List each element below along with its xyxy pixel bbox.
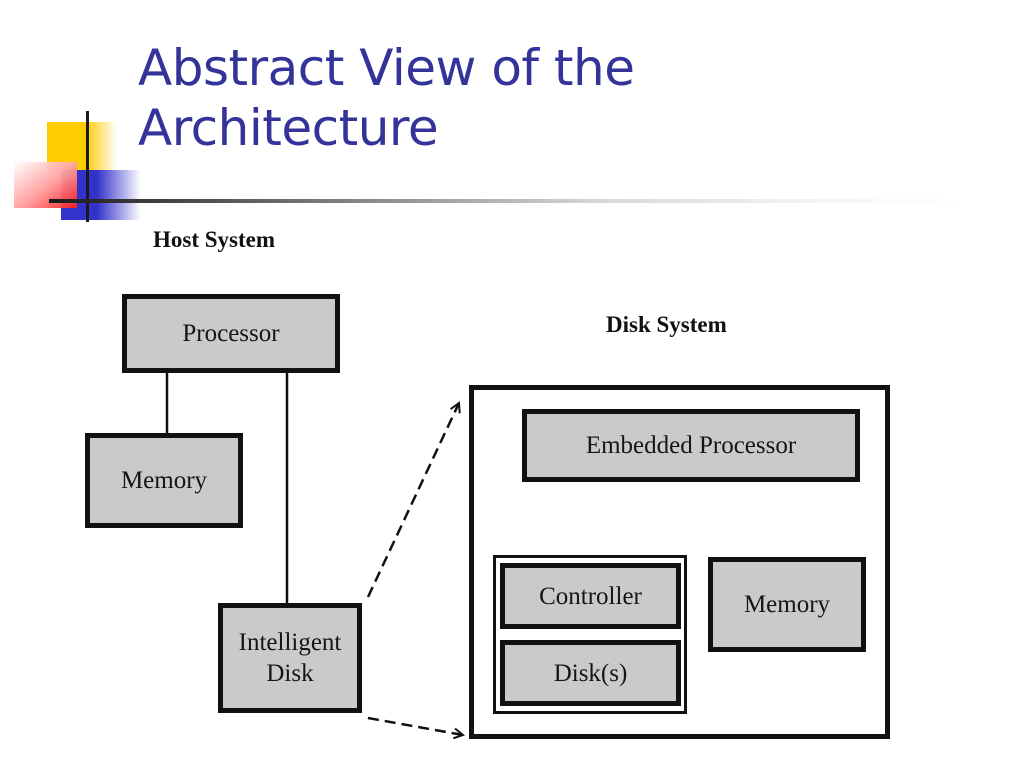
intelligent-disk-node: Intelligent Disk xyxy=(218,603,362,713)
intelligent-disk-label: Intelligent Disk xyxy=(239,627,342,689)
disk-memory-node: Memory xyxy=(708,557,866,652)
disk-system-label: Disk System xyxy=(606,312,727,337)
host-system-label: Host System xyxy=(153,227,276,252)
title-underline-divider xyxy=(49,199,969,203)
controller-label: Controller xyxy=(539,582,642,610)
dashed-arrow-to-disk-system-top xyxy=(366,403,459,598)
host-memory-node: Memory xyxy=(85,433,243,528)
embedded-processor-label: Embedded Processor xyxy=(585,432,797,459)
intelligent-disk-label-line-1: Intelligent xyxy=(238,629,342,656)
controller-node: Controller xyxy=(500,563,681,629)
disks-node: Disk(s) xyxy=(500,640,681,706)
host-processor-label: Processor xyxy=(182,320,280,347)
host-processor-node: Processor xyxy=(122,294,340,373)
intelligent-disk-label-line-2: Disk xyxy=(266,660,314,687)
host-memory-label: Memory xyxy=(120,467,208,494)
slide-title: Abstract View of the Architecture xyxy=(138,38,635,158)
slide-title-line-1: Abstract View of the xyxy=(138,39,635,97)
dashed-arrow-to-disk-system-bottom xyxy=(367,716,463,735)
disk-memory-label: Memory xyxy=(743,591,831,618)
slide-title-line-2: Architecture xyxy=(138,99,439,157)
embedded-processor-node: Embedded Processor xyxy=(522,409,860,482)
disks-label: Disk(s) xyxy=(553,659,628,687)
logo-vertical-line xyxy=(86,111,89,222)
